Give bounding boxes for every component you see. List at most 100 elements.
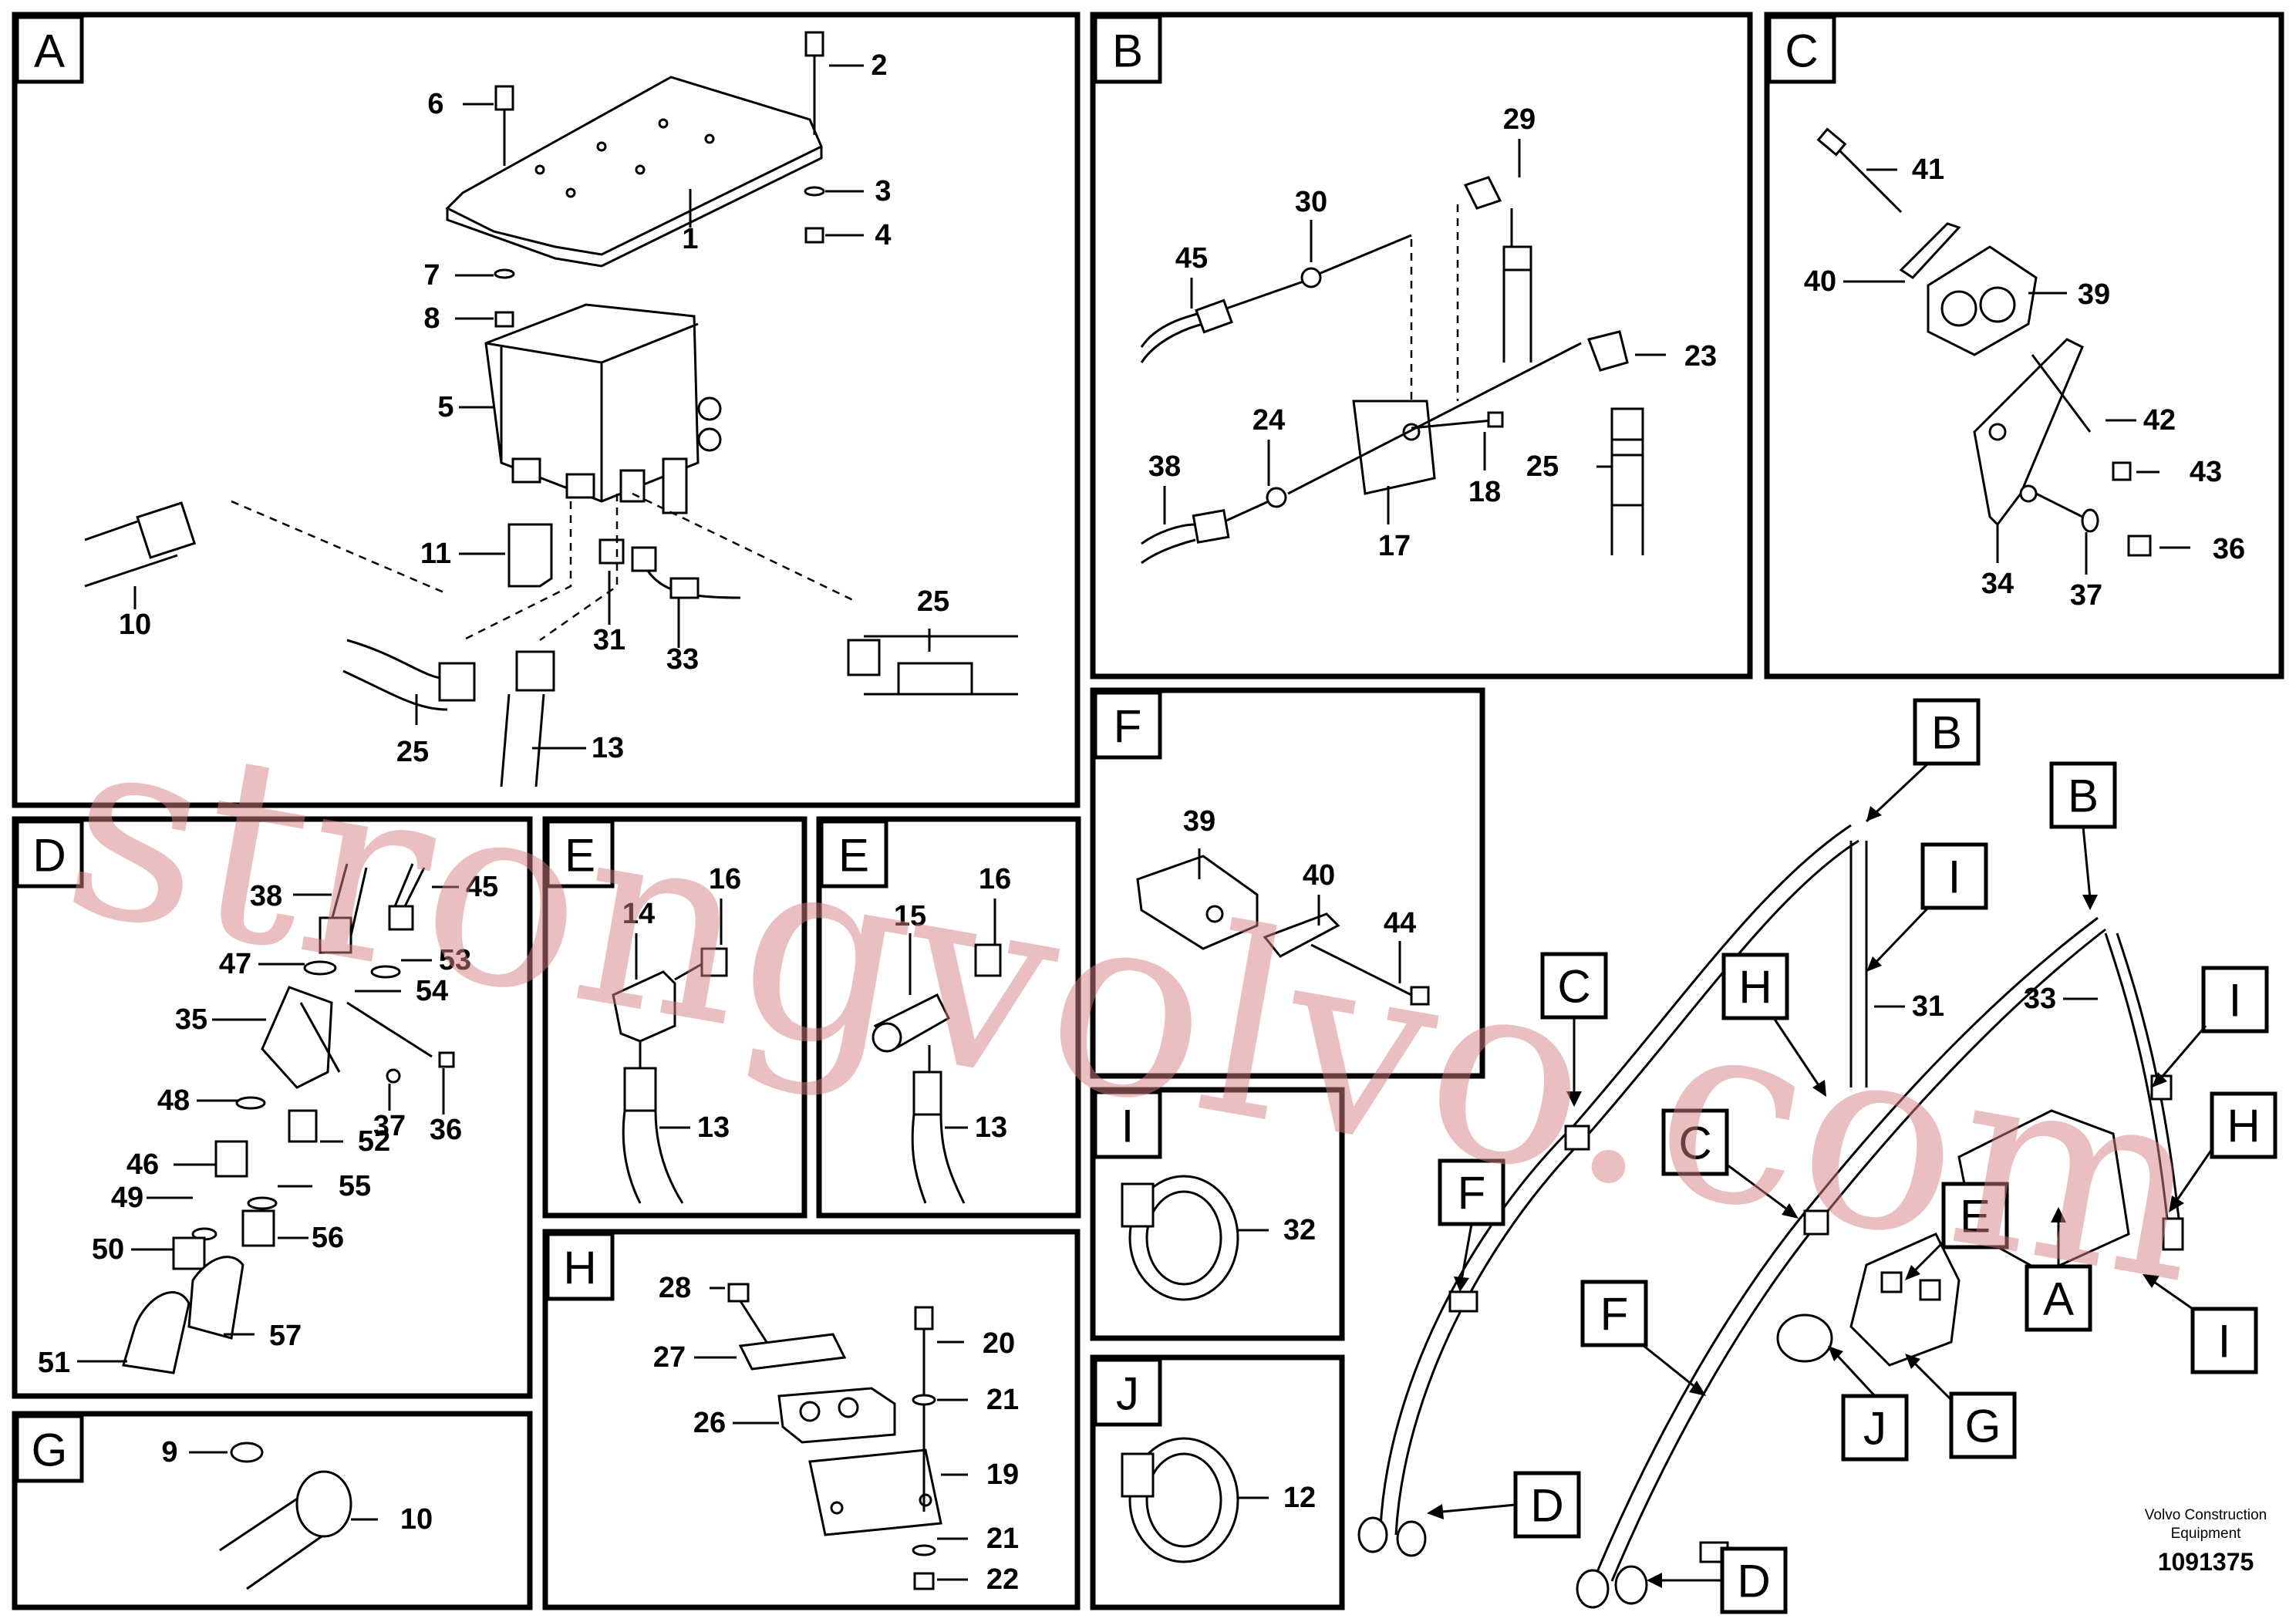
callout-letter: I [2229,975,2242,1027]
panel-c-drawing: 41 40 39 42 43 36 34 37 [1804,127,2245,612]
panel-j-tag: J [1093,1357,1162,1427]
panel-b-tag: B [1093,15,1162,84]
part-number-label: 32 [1283,1214,1316,1246]
panel-e1-tag: E [545,819,615,889]
callout-letter: C [1785,25,1818,77]
part-number-label: 20 [983,1327,1015,1360]
part-number-label: 39 [1183,805,1215,838]
part-number-label: 27 [653,1341,686,1374]
callout-letter: H [563,1243,596,1294]
part-number-label: 26 [693,1407,726,1439]
part-number-label: 43 [2190,456,2222,488]
callout-letter: G [32,1425,68,1476]
part-number-label: 46 [126,1148,159,1181]
part-number-label: 11 [420,538,451,570]
part-number-label: 45 [1175,242,1208,275]
part-number-label: 37 [373,1110,406,1142]
callout-letter: J [1863,1403,1886,1455]
callout-letter: H [1738,962,1772,1013]
part-number-label: 33 [2024,983,2056,1015]
callout-letter: E [1960,1191,1991,1243]
part-number-label: 1 [682,223,698,255]
panel-i-tag: I [1093,1090,1162,1159]
panel-h-tag: H [545,1232,615,1301]
panel-f-drawing: 39 40 44 [1136,805,1430,1006]
callout-letter: B [2068,771,2099,822]
part-number-label: 48 [157,1084,190,1117]
panel-a-tag: A [15,15,84,84]
part-number-label: 31 [1912,990,1944,1023]
part-number-label: 12 [1283,1482,1316,1514]
panel-c-tag: C [1767,15,1836,84]
panel-d-drawing: 38 45 47 53 54 35 37 36 48 52 46 55 49 5… [38,863,498,1379]
part-number-label: 51 [38,1347,70,1379]
callout-letter: F [1458,1168,1486,1219]
callout-letter: B [1112,25,1143,77]
part-number-label: 4 [875,219,891,251]
panel-g-frame [12,1411,533,1610]
footer-doc-number: 1091375 [2158,1548,2254,1576]
part-number-label: 22 [986,1563,1019,1596]
panel-i-drawing: 32 [1121,1175,1316,1301]
callout-letter: D [1530,1480,1563,1532]
part-number-label: 2 [871,49,887,82]
part-number-label: 38 [1148,450,1181,483]
overview-callouts: B B I C H 31 33 I H C F E F A I J G D [1427,698,2277,1614]
part-number-label: 40 [1804,265,1836,298]
panel-b-frame [1090,12,1753,679]
callout-letter: A [2043,1273,2074,1325]
part-number-label: 25 [917,585,949,618]
callout-letter: I [1948,851,1961,903]
part-number-label: 17 [1378,530,1411,562]
panel-f-tag: F [1093,690,1162,760]
part-number-label: 47 [219,948,251,980]
part-number-label: 25 [1526,450,1559,483]
part-number-label: 53 [439,944,471,976]
part-number-label: 21 [986,1384,1019,1416]
part-number-label: 21 [986,1523,1019,1555]
part-number-label: 50 [92,1233,124,1266]
part-number-label: 8 [423,302,440,335]
overview-drawing [1357,824,2184,1609]
panel-e2-drawing: 15 16 13 [872,863,1011,1204]
panel-a-drawing: 6 2 3 4 1 7 8 5 11 10 31 33 25 25 13 [84,31,1018,787]
part-number-label: 18 [1468,476,1501,508]
part-number-label: 24 [1253,404,1285,437]
part-number-label: 56 [312,1222,344,1254]
part-number-label: 35 [175,1003,207,1036]
panel-d-tag: D [15,819,84,889]
callout-letter: F [1600,1289,1629,1340]
callout-letter: J [1116,1368,1139,1420]
panel-h-drawing: 28 20 27 21 26 19 21 22 [653,1272,1019,1596]
callout-letter: F [1114,701,1142,753]
part-number-label: 10 [119,609,151,641]
part-number-label: 7 [423,259,440,292]
panel-b-drawing: 29 30 45 23 24 38 18 25 17 [1140,103,1717,565]
part-number-label: 44 [1384,907,1416,939]
part-number-label: 13 [697,1111,730,1144]
part-number-label: 41 [1912,153,1944,186]
callout-letter: H [2227,1101,2260,1152]
callout-letter: I [1121,1101,1135,1152]
callout-letter: D [1737,1556,1770,1607]
callout-letter: E [565,830,595,882]
panel-e2-tag: E [819,819,888,889]
callout-letter: D [32,830,66,882]
part-number-label: 39 [2078,278,2110,311]
panel-g-drawing: 9 10 [161,1436,433,1590]
part-number-label: 19 [986,1458,1019,1491]
callout-letter: A [34,25,65,77]
part-number-label: 36 [2213,533,2245,565]
footer-subtitle: Equipment [2171,1526,2242,1542]
part-number-label: 16 [979,863,1011,895]
part-number-label: 6 [427,88,443,120]
callout-letter: G [1965,1401,2001,1452]
panel-j-drawing: 12 [1121,1437,1316,1563]
callout-letter: I [2218,1316,2231,1367]
part-number-label: 15 [894,900,926,932]
callout-letter: B [1931,707,1962,759]
part-number-label: 45 [466,871,498,903]
callout-letter: C [1678,1118,1711,1169]
part-number-label: 57 [269,1320,302,1352]
